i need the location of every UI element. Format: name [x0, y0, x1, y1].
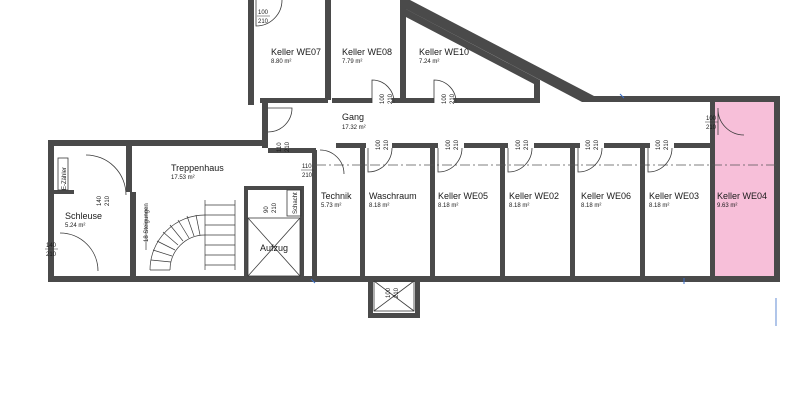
room-name-keller-we02: Keller WE02: [509, 191, 559, 201]
room-area-schleuse: 5.24 m²: [65, 223, 85, 229]
stair-steps-label: 18 Steigungen: [144, 203, 150, 242]
door-height: 210: [105, 195, 111, 206]
door-width: 140: [97, 195, 103, 206]
room-name-keller-we08: Keller WE08: [342, 47, 392, 57]
room-name-treppenhaus: Treppenhaus: [171, 163, 224, 173]
room-name-keller-we05: Keller WE05: [438, 191, 488, 201]
door-width: 100: [706, 116, 717, 122]
room-labels: Keller WE07 8.80 m² Keller WE08 7.79 m² …: [62, 47, 767, 253]
room-area-keller-we06: 8.18 m²: [581, 203, 601, 209]
door-labels: 100 210 100 210 100 210 100 210 110 210 …: [45, 10, 718, 298]
room-name-keller-we06: Keller WE06: [581, 191, 631, 201]
room-area-keller-we04: 9.63 m²: [717, 203, 737, 209]
door-width: 100: [258, 10, 269, 16]
door-height: 210: [594, 139, 600, 150]
room-name-schleuse: Schleuse: [65, 211, 102, 221]
room-name-keller-we10: Keller WE10: [419, 47, 469, 57]
door-width: 100: [656, 139, 662, 150]
door-height: 210: [285, 141, 291, 152]
room-area-keller-we07: 8.80 m²: [271, 59, 291, 65]
room-area-keller-we03: 8.18 m²: [649, 203, 669, 209]
room-area-keller-we05: 8.18 m²: [438, 203, 458, 209]
door-height: 210: [394, 287, 400, 298]
door-width: 100: [586, 139, 592, 150]
shaft-label: Schacht: [293, 192, 299, 214]
room-area-waschraum: 8.18 m²: [369, 203, 389, 209]
door-height: 210: [388, 93, 394, 104]
door-width: 100: [380, 93, 386, 104]
room-area-treppenhaus: 17.53 m²: [171, 175, 195, 181]
door-height: 210: [524, 139, 530, 150]
door-width: 100: [376, 139, 382, 150]
door-height: 210: [302, 173, 313, 179]
meter-cabinet-label: E-Zähler: [62, 167, 68, 190]
door-height: 210: [258, 19, 269, 25]
room-name-waschraum: Waschraum: [369, 191, 417, 201]
door-width: 100: [386, 287, 392, 298]
room-area-gang: 17.32 m²: [342, 125, 366, 131]
door-width: 90: [264, 206, 270, 213]
door-width: 110: [302, 164, 312, 170]
room-area-technik: 5.73 m²: [321, 203, 341, 209]
door-width: 100: [516, 139, 522, 150]
spiral-staircase: [145, 200, 236, 271]
door-height: 210: [450, 93, 456, 104]
room-highlight-keller-we04: [714, 101, 777, 276]
room-area-keller-we08: 7.79 m²: [342, 59, 362, 65]
room-name-gang: Gang: [342, 112, 364, 122]
room-area-keller-we02: 8.18 m²: [509, 203, 529, 209]
door-height: 210: [664, 139, 670, 150]
elevator-label: Aufzug: [260, 243, 288, 253]
room-name-keller-we03: Keller WE03: [649, 191, 699, 201]
door-width: 100: [442, 93, 448, 104]
door-height: 210: [454, 139, 460, 150]
room-area-keller-we10: 7.24 m²: [419, 59, 439, 65]
room-name-technik: Technik: [321, 191, 352, 201]
room-name-keller-we07: Keller WE07: [271, 47, 321, 57]
door-width: 100: [446, 139, 452, 150]
door-width: 110: [277, 142, 283, 152]
door-swings: [59, 0, 745, 272]
room-name-keller-we04: Keller WE04: [717, 191, 767, 201]
door-width: 140: [46, 243, 57, 249]
door-height: 210: [384, 139, 390, 150]
door-height: 210: [272, 202, 278, 213]
walls: [48, 0, 780, 318]
plan-details: [57, 93, 778, 326]
door-height: 210: [46, 252, 57, 258]
door-height: 210: [706, 125, 717, 131]
